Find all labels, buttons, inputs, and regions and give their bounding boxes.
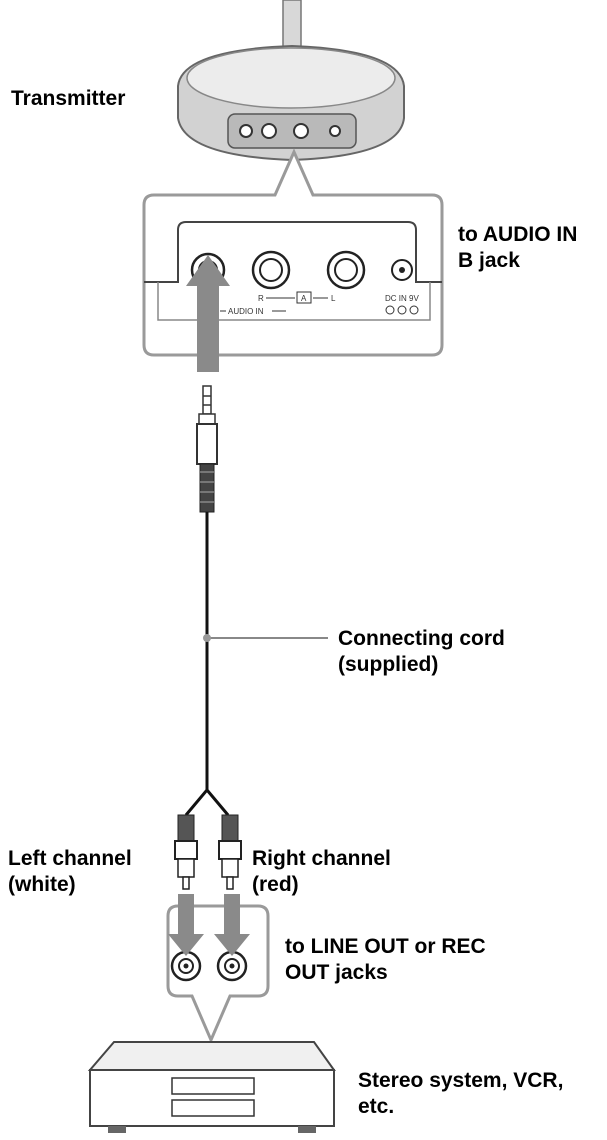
rca-plug-left: [174, 814, 198, 890]
panel-marking-r: R: [258, 294, 264, 303]
rca-plug-right: [218, 814, 242, 890]
transmitter-rear-panel: [227, 113, 357, 149]
panel-marking-a: A: [301, 294, 307, 303]
stereo-foot: [298, 1126, 316, 1133]
insert-arrow-left-icon: [168, 894, 204, 956]
line-out-r-jack: [216, 950, 248, 982]
transmitter-top: [186, 47, 396, 109]
transmitter-jack: [293, 123, 309, 139]
panel-marking-dc-in: DC IN 9V: [385, 294, 419, 303]
audio-in-r-jack: [251, 250, 291, 290]
transmitter-jack: [239, 124, 253, 138]
transmitter-label: Transmitter: [11, 87, 126, 110]
panel-outline: [144, 221, 442, 283]
panel-marking-audio-in: AUDIO IN: [228, 307, 264, 316]
line-out-callout: [166, 894, 270, 1044]
panel-marking-a-box: [296, 291, 312, 304]
panel-marking-l: L: [331, 294, 336, 303]
transmitter-jack: [261, 123, 277, 139]
mini-plug: [196, 385, 218, 513]
left-channel-label: Left channel (white): [8, 847, 132, 896]
connecting-cord-label: Connecting cord (supplied): [338, 627, 505, 676]
insert-arrow-icon: [186, 255, 230, 372]
audio-in-callout: R A L AUDIO IN DC IN 9V: [142, 148, 444, 372]
stereo-foot: [108, 1126, 126, 1133]
stereo-slot: [171, 1099, 255, 1117]
insert-arrow-right-icon: [214, 894, 250, 956]
panel-base: [157, 282, 431, 321]
polarity-icon: [385, 305, 419, 315]
transmitter-unit: [177, 0, 405, 162]
line-out-label: to LINE OUT or REC OUT jacks: [285, 935, 486, 984]
dc-in-jack: [391, 259, 413, 281]
stereo-system-label: Stereo system, VCR, etc.: [358, 1069, 564, 1118]
line-out-l-jack: [170, 950, 202, 982]
stereo-top: [87, 1041, 336, 1071]
stereo-system: [87, 1041, 336, 1133]
stereo-slot: [171, 1077, 255, 1095]
connecting-cord: [184, 512, 230, 816]
audio-in-l-jack: [326, 250, 366, 290]
callout-box-top: [142, 148, 444, 357]
right-channel-label: Right channel (red): [252, 847, 391, 896]
audio-in-label: to AUDIO IN B jack: [458, 223, 578, 272]
transmitter-jack: [329, 125, 341, 137]
